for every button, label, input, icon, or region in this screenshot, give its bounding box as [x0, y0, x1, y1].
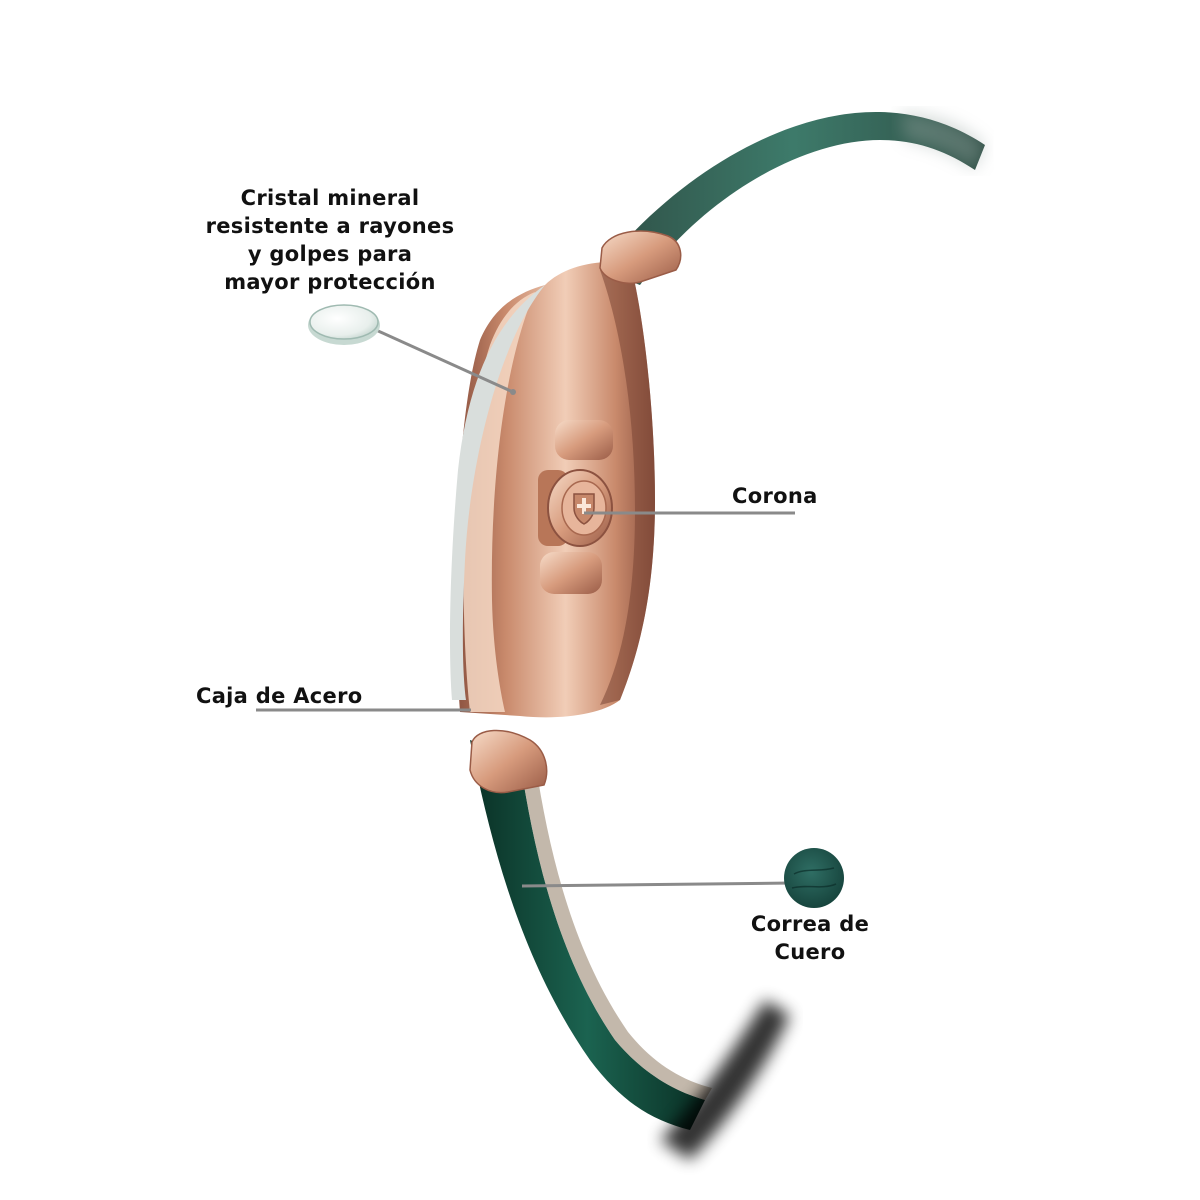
strap-lower: [470, 740, 705, 1130]
crystal-label-line-2: resistente a rayones: [205, 214, 455, 238]
shield-cross-icon: [573, 493, 595, 525]
strap-label-line-1: Correa de: [750, 912, 870, 936]
glass-disc-icon: [308, 304, 380, 345]
crown-label: Corona: [732, 484, 818, 508]
crystal-label-line-3: y golpes para: [247, 242, 413, 266]
lug-upper: [599, 230, 682, 284]
crystal-label-line-1: Cristal mineral: [240, 186, 420, 210]
strap-label: Correa de Cuero: [740, 910, 880, 966]
crystal-label-line-4: mayor protección: [224, 270, 436, 294]
crystal-leader-line: [375, 328, 514, 394]
case-shadow-band: [600, 262, 655, 705]
crown-guard-upper: [555, 420, 613, 460]
strap-end-shadow: [660, 1000, 790, 1160]
crystal-leader-dot: [510, 389, 516, 395]
crystal-label: Cristal mineral resistente a rayones y g…: [180, 184, 480, 296]
crown-guard-lower: [540, 552, 602, 594]
crown: [538, 469, 613, 547]
lug-lower: [469, 729, 548, 794]
strap-label-line-2: Cuero: [774, 940, 846, 964]
strap-upper-shadow: [900, 112, 985, 170]
crystal-edge: [450, 285, 545, 700]
strap-leader-line: [521, 881, 793, 888]
strap-lower-edge: [520, 760, 712, 1100]
case-label: Caja de Acero: [196, 684, 363, 708]
leather-disc-icon: [784, 848, 844, 908]
